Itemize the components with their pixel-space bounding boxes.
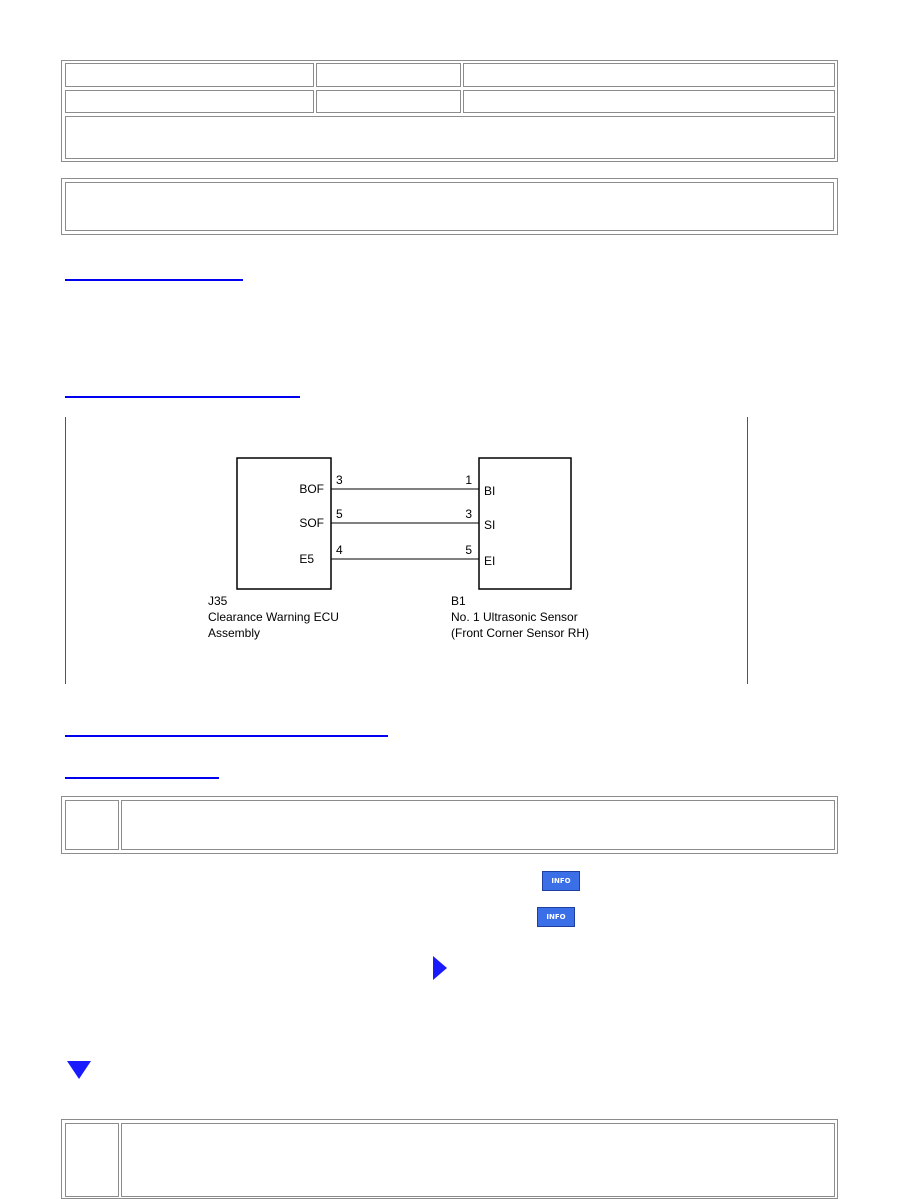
play-arrow-icon[interactable] — [432, 955, 448, 981]
sensor-pin-label: SI — [484, 518, 495, 532]
ecu-pin-label: BOF — [299, 482, 324, 496]
top-table-cell-r3 — [65, 116, 835, 159]
step-table-1 — [61, 796, 838, 854]
top-table-cell-r1c3 — [463, 63, 835, 87]
wiring-diagram-link[interactable] — [65, 396, 300, 398]
top-table-cell-r2c3 — [463, 90, 835, 113]
top-table-cell-r1c2 — [316, 63, 461, 87]
procedure-link[interactable] — [65, 777, 219, 779]
top-table-cell-r1c1 — [65, 63, 314, 87]
top-table-cell-r2c2 — [316, 90, 461, 113]
ecu-code: J35 — [208, 594, 228, 608]
top-table-cell-r2c1 — [65, 90, 314, 113]
sensor-code: B1 — [451, 594, 466, 608]
ecu-name: Clearance Warning ECU — [208, 610, 339, 624]
sensor-pin-number: 3 — [465, 507, 472, 521]
note-box — [61, 178, 838, 235]
top-table — [61, 60, 838, 162]
info-button[interactable]: INFO — [537, 907, 575, 927]
ecu-name: Assembly — [208, 626, 260, 640]
step-title-cell — [121, 1123, 835, 1197]
down-arrow-icon[interactable] — [66, 1060, 92, 1080]
sensor-name: (Front Corner Sensor RH) — [451, 626, 589, 640]
ecu-pin-number: 5 — [336, 507, 343, 521]
sensor-pin-label: BI — [484, 484, 495, 498]
caution-notice-link[interactable] — [65, 735, 388, 737]
ecu-pin-label: SOF — [299, 516, 324, 530]
step-table-2 — [61, 1119, 838, 1199]
sensor-pin-label: EI — [484, 554, 495, 568]
note-box-inner — [65, 182, 834, 231]
ecu-pin-number: 3 — [336, 473, 343, 487]
wiring-diagram-frame — [65, 417, 748, 684]
ecu-pin-number: 4 — [336, 543, 343, 557]
sensor-pin-number: 5 — [465, 543, 472, 557]
step-title-cell — [121, 800, 835, 850]
sensor-name: No. 1 Ultrasonic Sensor — [451, 610, 578, 624]
description-link[interactable] — [65, 279, 243, 281]
ecu-pin-label: E5 — [299, 552, 314, 566]
step-number-cell — [65, 800, 119, 850]
info-button[interactable]: INFO — [542, 871, 580, 891]
sensor-pin-number: 1 — [465, 473, 472, 487]
step-number-cell — [65, 1123, 119, 1197]
